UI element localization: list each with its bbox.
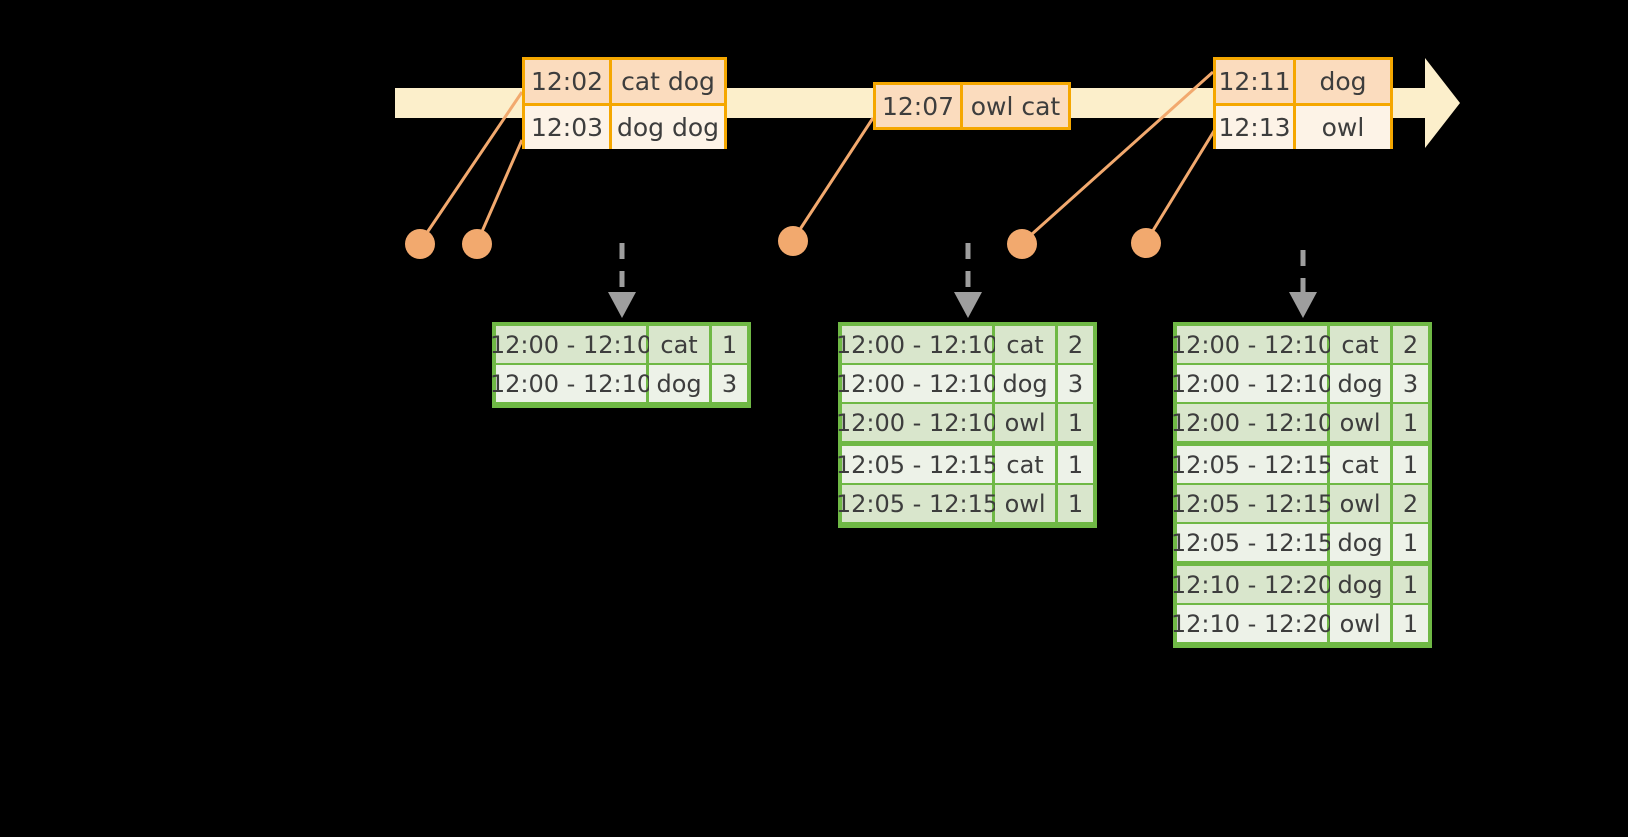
connector-line-2	[475, 139, 524, 244]
table-row: 12:00 - 12:10 owl 1	[836, 404, 1093, 443]
cell-word: cat	[995, 326, 1056, 363]
table-row: 12:00 - 12:10 cat 2	[836, 326, 1093, 365]
table-row: 12:00 - 12:10 dog 3	[1171, 365, 1428, 404]
cell-count: 3	[712, 365, 747, 402]
cell-count: 2	[1058, 326, 1093, 363]
event-row: 12:13 owl	[1216, 103, 1390, 149]
cell-word: dog	[1330, 365, 1391, 402]
result-table-2[interactable]: 12:00 - 12:10 cat 2 12:00 - 12:10 dog 3 …	[836, 322, 1097, 528]
process-arrow-head-2	[954, 292, 982, 318]
cell-word: cat	[1330, 326, 1391, 363]
cell-window: 12:05 - 12:15	[1171, 446, 1333, 483]
event-time: 12:02	[525, 60, 612, 103]
event-group-3[interactable]: 12:11 dog 12:13 owl	[1213, 57, 1393, 149]
process-arrow-heads	[608, 292, 1317, 318]
cell-word: cat	[1330, 446, 1391, 483]
cell-word: cat	[995, 446, 1056, 483]
event-row: 12:11 dog	[1216, 60, 1390, 103]
dot-4	[1007, 229, 1037, 259]
cell-word: dog	[1330, 566, 1391, 603]
event-time: 12:07	[876, 85, 963, 127]
cell-window: 12:10 - 12:20	[1171, 605, 1333, 642]
event-group-2[interactable]: 12:07 owl cat	[873, 82, 1071, 130]
event-row: 12:03 dog dog	[525, 103, 724, 149]
cell-count: 1	[1058, 485, 1093, 522]
event-words: owl cat	[963, 85, 1068, 127]
event-group-1[interactable]: 12:02 cat dog 12:03 dog dog	[522, 57, 727, 149]
result-table-1[interactable]: 12:00 - 12:10 cat 1 12:00 - 12:10 dog 3	[490, 322, 751, 408]
cell-word: dog	[995, 365, 1056, 402]
table-row: 12:05 - 12:15 owl 1	[836, 485, 1093, 524]
connector-dots	[405, 226, 1161, 259]
result-table-3[interactable]: 12:00 - 12:10 cat 2 12:00 - 12:10 dog 3 …	[1171, 322, 1432, 648]
dot-2	[462, 229, 492, 259]
dot-5	[1131, 228, 1161, 258]
cell-window: 12:05 - 12:15	[1171, 524, 1333, 561]
cell-window: 12:00 - 12:10	[1171, 326, 1333, 363]
table-row: 12:10 - 12:20 dog 1	[1171, 566, 1428, 605]
table-row: 12:05 - 12:15 owl 2	[1171, 485, 1428, 524]
cell-count: 1	[712, 326, 747, 363]
cell-word: dog	[649, 365, 710, 402]
connector-line-5	[1144, 117, 1224, 243]
cell-count: 1	[1393, 566, 1428, 603]
table-row: 12:05 - 12:15 cat 1	[1171, 446, 1428, 485]
process-arrow-head-1	[608, 292, 636, 318]
cell-word: owl	[995, 404, 1056, 441]
event-words: dog dog	[612, 106, 724, 149]
cell-word: cat	[649, 326, 710, 363]
event-row: 12:02 cat dog	[525, 60, 724, 103]
cell-window: 12:00 - 12:10	[1171, 404, 1333, 441]
table-row: 12:05 - 12:15 dog 1	[1171, 524, 1428, 563]
table-row: 12:00 - 12:10 owl 1	[1171, 404, 1428, 443]
event-words: cat dog	[612, 60, 724, 103]
cell-window: 12:00 - 12:10	[1171, 365, 1333, 402]
cell-window: 12:05 - 12:15	[836, 446, 998, 483]
table-row: 12:10 - 12:20 owl 1	[1171, 605, 1428, 644]
table-row: 12:00 - 12:10 cat 2	[1171, 326, 1428, 365]
cell-window: 12:05 - 12:15	[836, 485, 998, 522]
connector-line-3	[791, 117, 875, 241]
dot-1	[405, 229, 435, 259]
cell-window: 12:00 - 12:10	[490, 365, 652, 402]
cell-count: 2	[1393, 326, 1428, 363]
event-row: 12:07 owl cat	[876, 85, 1068, 127]
cell-count: 1	[1393, 446, 1428, 483]
event-time: 12:11	[1216, 60, 1296, 103]
cell-count: 3	[1058, 365, 1093, 402]
cell-window: 12:00 - 12:10	[836, 326, 998, 363]
process-arrow-head-3	[1289, 292, 1317, 318]
cell-window: 12:00 - 12:10	[836, 404, 998, 441]
cell-word: dog	[1330, 524, 1391, 561]
event-words: dog	[1296, 60, 1390, 103]
event-time: 12:03	[525, 106, 612, 149]
event-time: 12:13	[1216, 106, 1296, 149]
process-arrows	[619, 243, 1306, 295]
cell-window: 12:10 - 12:20	[1171, 566, 1333, 603]
cell-window: 12:05 - 12:15	[1171, 485, 1333, 522]
cell-count: 1	[1393, 605, 1428, 642]
table-row: 12:05 - 12:15 cat 1	[836, 446, 1093, 485]
table-row: 12:00 - 12:10 dog 3	[836, 365, 1093, 404]
cell-word: owl	[1330, 485, 1391, 522]
cell-word: owl	[995, 485, 1056, 522]
cell-count: 1	[1393, 524, 1428, 561]
connector-line-1	[418, 91, 524, 244]
cell-count: 2	[1393, 485, 1428, 522]
table-row: 12:00 - 12:10 dog 3	[490, 365, 747, 404]
cell-count: 3	[1393, 365, 1428, 402]
cell-window: 12:00 - 12:10	[490, 326, 652, 363]
cell-word: owl	[1330, 605, 1391, 642]
dot-3	[778, 226, 808, 256]
cell-window: 12:00 - 12:10	[836, 365, 998, 402]
cell-word: owl	[1330, 404, 1391, 441]
cell-count: 1	[1058, 404, 1093, 441]
event-words: owl	[1296, 106, 1390, 149]
cell-count: 1	[1393, 404, 1428, 441]
table-row: 12:00 - 12:10 cat 1	[490, 326, 747, 365]
cell-count: 1	[1058, 446, 1093, 483]
